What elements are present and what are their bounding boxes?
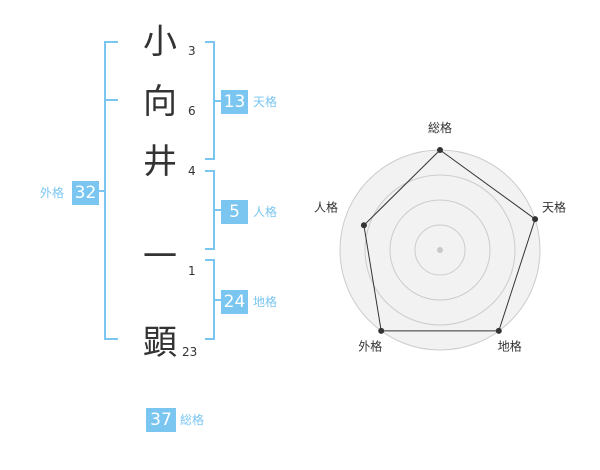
name-char-2: 向 [143, 82, 177, 122]
gaikaku-bracket-side-tick [98, 190, 104, 192]
stroke-count-1: 3 [188, 44, 196, 58]
radar-label-soukaku: 総格 [428, 120, 452, 135]
radar-center-dot [437, 247, 443, 253]
stroke-count-3: 4 [188, 164, 196, 178]
soukaku-value: 37 [146, 408, 176, 432]
radar-point-jinkaku [360, 222, 367, 229]
name-char-5: 顕 [143, 323, 177, 363]
name-char-1: 小 [143, 22, 177, 62]
tenkaku-bracket-tick [215, 100, 221, 102]
stroke-count-4: 1 [188, 264, 196, 278]
name-char-3: 井 [143, 142, 177, 182]
radar-point-soukaku [437, 147, 443, 153]
jinkaku-label: 人格 [253, 205, 278, 219]
gaikaku-value: 32 [72, 181, 99, 205]
radar-label-tenkaku: 天格 [542, 199, 566, 214]
radar-point-gaikaku [378, 327, 385, 334]
radar-series-polygon [363, 149, 536, 332]
radar-ring-4 [414, 224, 466, 276]
tenkaku-value: 13 [221, 90, 248, 114]
chikaku-bracket-tick [215, 299, 221, 301]
radar-label-gaikaku: 外格 [358, 339, 382, 354]
chikaku-value: 24 [221, 290, 248, 314]
radar-ring-3 [389, 199, 491, 301]
radar-ring-2 [364, 174, 516, 326]
stroke-count-2: 6 [188, 104, 196, 118]
soukaku-label: 総格 [180, 413, 205, 427]
name-char-4: 一 [143, 237, 177, 277]
jinkaku-value: 5 [221, 200, 248, 224]
radar-label-jinkaku: 人格 [314, 199, 338, 214]
radar-label-chikaku: 地格 [498, 339, 522, 354]
tenkaku-bracket [205, 41, 215, 160]
tenkaku-label: 天格 [253, 95, 278, 109]
gaikaku-label: 外格 [40, 186, 65, 200]
jinkaku-bracket-tick [215, 209, 221, 211]
radar-point-chikaku [495, 327, 502, 334]
stroke-count-5: 23 [182, 345, 198, 359]
jinkaku-bracket [205, 170, 215, 250]
chikaku-label: 地格 [253, 295, 278, 309]
gaikaku-bracket-mid-tick [104, 99, 118, 101]
chikaku-bracket [205, 259, 215, 340]
gaikaku-bracket [104, 41, 118, 340]
radar-point-tenkaku [532, 216, 539, 223]
